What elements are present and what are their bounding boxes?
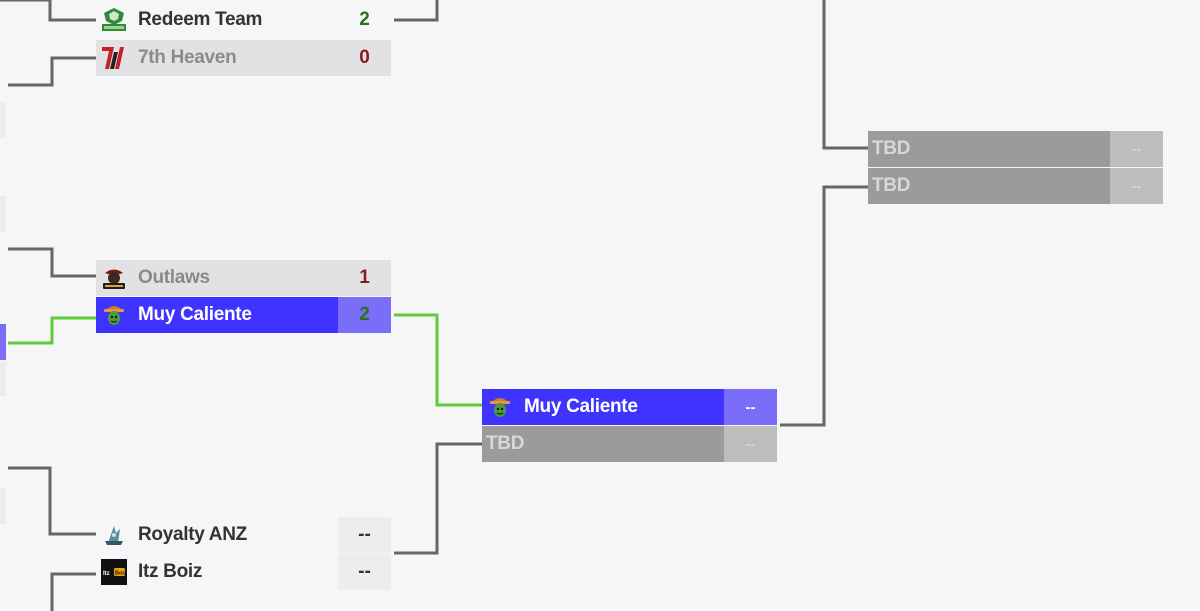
team-row[interactable]: Muy Caliente --	[482, 389, 777, 425]
team-score: --	[1110, 168, 1163, 204]
team-score: 0	[338, 40, 391, 76]
redeem-team-logo-icon	[100, 6, 128, 34]
team-score: --	[338, 554, 391, 590]
team-score: --	[338, 517, 391, 553]
prev-round-stub	[0, 324, 6, 360]
team-score: --	[1110, 131, 1163, 167]
team-row[interactable]: Outlaws 1	[96, 260, 391, 296]
team-name: Muy Caliente	[524, 396, 638, 417]
muy-caliente-logo-icon	[486, 393, 514, 421]
7th-heaven-logo-icon	[100, 44, 128, 72]
connector-line	[48, 0, 96, 22]
svg-text:Itz: Itz	[103, 571, 110, 577]
outlaws-logo-icon	[100, 264, 128, 292]
connector-line	[780, 185, 868, 427]
team-name: TBD	[872, 175, 911, 196]
connector-line	[394, 442, 482, 555]
team-row[interactable]: TBD --	[482, 426, 777, 462]
team-score: 2	[359, 9, 370, 30]
team-name: TBD	[486, 433, 525, 454]
connector-line	[8, 247, 96, 278]
team-row[interactable]: 7th Heaven 0	[96, 40, 391, 76]
team-name: Royalty ANZ	[138, 524, 247, 545]
connector-line	[822, 0, 868, 150]
team-row[interactable]: Royalty ANZ --	[96, 517, 391, 553]
team-name: TBD	[872, 138, 911, 159]
team-row[interactable]: Itz Boiz Itz Boiz --	[96, 554, 391, 590]
team-row[interactable]: Redeem Team 2	[96, 2, 391, 38]
team-name: Redeem Team	[138, 9, 263, 30]
prev-round-stub	[0, 362, 6, 396]
connector-line	[50, 572, 96, 611]
team-score: --	[724, 389, 777, 425]
connector-line	[8, 466, 96, 536]
team-name: Muy Caliente	[138, 304, 252, 325]
team-name: Outlaws	[138, 267, 210, 288]
prev-round-stub	[0, 102, 6, 138]
winner-connector-line	[394, 313, 482, 407]
prev-round-stub	[0, 488, 6, 524]
team-name: 7th Heaven	[138, 47, 237, 68]
itz-boiz-logo-icon: Itz Boiz	[100, 558, 128, 586]
team-row[interactable]: TBD --	[868, 168, 1163, 204]
winner-connector-line	[8, 316, 96, 345]
prev-round-stub	[0, 196, 6, 232]
svg-text:Boiz: Boiz	[115, 571, 127, 577]
team-score: 2	[338, 297, 391, 333]
team-score: 1	[338, 260, 391, 296]
connector-line	[394, 0, 439, 22]
muy-caliente-logo-icon	[100, 301, 128, 329]
team-row[interactable]: Muy Caliente 2	[96, 297, 391, 333]
team-score: --	[724, 426, 777, 462]
connector-line	[8, 56, 96, 87]
royalty-anz-logo-icon	[100, 521, 128, 549]
team-name: Itz Boiz	[138, 561, 203, 582]
team-row[interactable]: TBD --	[868, 131, 1163, 167]
